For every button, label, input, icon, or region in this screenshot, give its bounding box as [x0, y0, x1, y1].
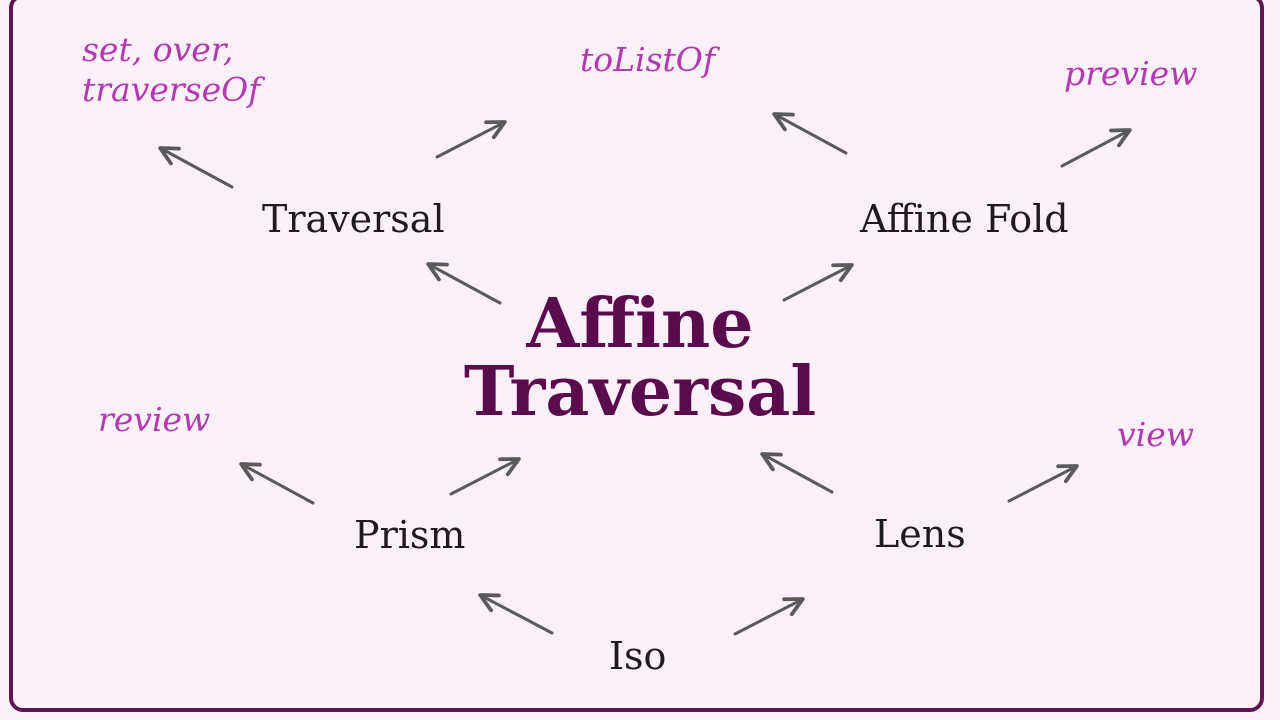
node-iso: Iso — [609, 634, 667, 678]
operation-preview: preview — [1064, 54, 1198, 93]
operation-review: review — [98, 400, 211, 439]
arrow-traversal-to-set-over — [158, 146, 234, 189]
operation-tolistof: toListOf — [580, 40, 716, 79]
arrow-prism-to-review — [239, 462, 315, 505]
arrow-iso-to-lens — [733, 597, 805, 636]
center-title: Affine Traversal — [464, 290, 816, 426]
arrow-affinetraversal-to-affinefold — [782, 263, 854, 302]
diagram-frame — [9, 0, 1264, 712]
arrow-lens-to-view — [1007, 464, 1079, 503]
operation-set-over-traverseof: set, over, traverseOf — [82, 30, 260, 109]
arrow-iso-to-prism — [478, 593, 554, 635]
operation-view: view — [1117, 415, 1194, 454]
arrow-affinefold-to-preview — [1060, 128, 1132, 168]
center-title-line-2: Traversal — [463, 352, 817, 432]
arrow-affinefold-to-tolistof — [772, 112, 848, 155]
arrow-prism-to-affinetraversal — [449, 457, 521, 496]
node-affine-fold: Affine Fold — [860, 197, 1069, 241]
node-prism: Prism — [354, 513, 466, 557]
center-title-line-1: Affine — [526, 284, 754, 364]
operation-set-over-line-1: set, over, — [82, 30, 234, 69]
node-traversal: Traversal — [262, 197, 445, 241]
node-lens: Lens — [874, 512, 966, 556]
operation-set-over-line-2: traverseOf — [82, 69, 261, 109]
arrow-affinetraversal-to-traversal — [426, 262, 502, 305]
arrow-traversal-to-tolistof — [435, 120, 507, 159]
arrow-lens-to-affinetraversal — [760, 452, 834, 494]
